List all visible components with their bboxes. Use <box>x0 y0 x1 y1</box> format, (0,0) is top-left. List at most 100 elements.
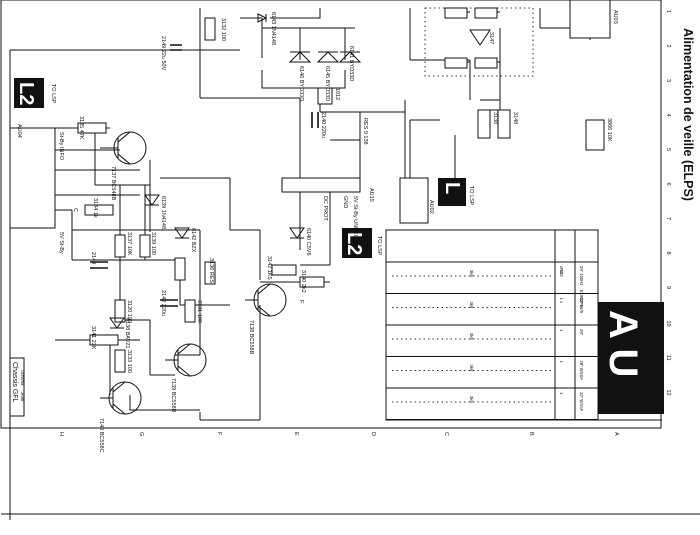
symbols <box>77 13 605 415</box>
table-row-label: 32" WSSF <box>579 392 584 412</box>
grid-col-a: A <box>613 432 619 436</box>
component-3136: 3136 RES <box>208 258 214 283</box>
component-7139: 7139 BC558B <box>170 378 176 413</box>
label-au02: AU02 <box>428 200 434 214</box>
label-au03: AU03 <box>612 10 618 24</box>
to-lsp-3: TO LSP <box>468 186 474 206</box>
label-au04: AU04 <box>16 124 22 138</box>
badge-au: A U <box>601 310 645 377</box>
grid-row-9: 9 <box>665 286 671 289</box>
component-3138: 3138 <box>492 112 498 124</box>
component-2142: 2142 220u <box>160 290 166 316</box>
component-6145: 6145 BYD33D <box>324 66 330 101</box>
component-3132: 3132 100 <box>220 18 226 41</box>
connector-au04 <box>9 127 56 229</box>
grid-row-8: 8 <box>665 252 671 255</box>
connector-au03 <box>569 0 611 39</box>
net-gnd: GND <box>342 196 348 208</box>
component-3142: 3142 1K5 <box>266 256 272 280</box>
component-7140: 7140 BC558C <box>98 418 104 453</box>
grid-row-2: 2 <box>665 45 671 48</box>
component-3133: 3133 100 <box>126 350 132 373</box>
component-7137: 7137 BC548B <box>110 166 116 201</box>
chassis-sub1: Schéma <box>20 370 25 386</box>
table-row-pos: 1 <box>559 329 564 332</box>
table-row-value: 3k9 <box>469 396 474 403</box>
badge-l2-left-bg <box>14 78 44 108</box>
table-row-value: 3k9 <box>469 365 474 372</box>
table-row-label: 32" 16/9 <box>579 298 584 314</box>
grid-col-g: G <box>138 432 144 436</box>
grid-row-3: 3 <box>665 79 671 82</box>
table-row-value: 3k9 <box>469 302 474 309</box>
badge-l-bg <box>438 178 466 206</box>
net-c: C <box>72 208 78 212</box>
grid-row-7: 7 <box>665 217 671 220</box>
label-au15: AU15 <box>368 188 374 202</box>
grid-col-e: E <box>293 432 299 436</box>
grid-col-c: C <box>443 432 449 436</box>
table-row-value: 3k9 <box>469 270 474 277</box>
component-3148: 3148 <box>512 112 518 124</box>
component-3137: 3137 10K <box>126 232 132 256</box>
to-lsp-1: TO LSP <box>50 84 56 104</box>
grid-row-12: 12 <box>665 390 671 396</box>
grid-row-4: 4 <box>665 114 671 117</box>
component-6141: 6141 BYD33D <box>348 46 354 81</box>
component-2140: 2140 220u <box>320 112 326 138</box>
component-1012: 1012 <box>334 88 340 100</box>
component-3147: 3147 <box>488 32 494 44</box>
component-2149: 2149 22u 50V <box>160 36 166 71</box>
table-row-label: 25" 100Hz <box>579 266 584 285</box>
net-sby: 5V St-By <box>58 232 64 254</box>
net-f: F <box>298 300 304 304</box>
net-dc-prot: DC PROT. <box>322 196 328 222</box>
component-3139: 3139 100 <box>150 232 156 255</box>
table-row-label: 29" <box>579 329 584 336</box>
table-row-pos: 1 x <box>559 298 564 304</box>
net-sb-info: St-By INFO <box>58 132 64 161</box>
table-header-pos: POS <box>559 268 564 277</box>
chassis-label: Chassis GFL <box>11 362 18 403</box>
component-6139: 6139 1N4148 <box>160 196 166 229</box>
bridge-rectifier <box>424 7 534 77</box>
component-3134: 3134 1k <box>92 198 98 218</box>
component-3135: 3135 47K <box>78 116 84 140</box>
component-3120: 3120 100 <box>126 300 132 323</box>
grid-col-b: B <box>528 432 534 436</box>
badge-au-bg <box>598 302 664 414</box>
grid-row-1: 1 <box>665 10 671 13</box>
component-3131: 3131 100 <box>196 300 202 323</box>
net-res: RES 9 138 <box>362 118 368 145</box>
component-3140: 3140 2k2 <box>300 270 306 293</box>
component-6140: 6140 C5V6 <box>305 228 311 256</box>
grid-row-6: 6 <box>665 183 671 186</box>
table-row-value: 3k9 <box>469 333 474 340</box>
connector-au15 <box>281 177 361 193</box>
table-row-pos: 1 <box>559 361 564 364</box>
to-lsp-2: TO LSP <box>376 236 382 256</box>
badge-l2-mid-bg <box>342 228 372 258</box>
chassis-box <box>9 357 25 417</box>
grid-row-5: 5 <box>665 148 671 151</box>
component-6138: 6138 BAV21 <box>124 318 130 348</box>
grid-col-h: H <box>58 432 64 436</box>
net-unreg: 5V St-By UNREG <box>352 196 358 239</box>
badge-l: L <box>441 182 463 194</box>
frame <box>0 0 662 429</box>
grid-row-11: 11 <box>665 355 671 361</box>
connector-au02 <box>399 177 429 224</box>
badge-l2-left: L2 <box>15 82 37 105</box>
grid-row-10: 10 <box>665 321 671 327</box>
component-6143: 6143 1N4148 <box>270 12 276 45</box>
page-title: Alimentation de veille (ELPS) <box>681 28 695 201</box>
table-row-pos: 1 <box>559 392 564 395</box>
badge-l2-mid: L2 <box>343 232 365 255</box>
table-row-label: 28" WSSF <box>579 361 584 381</box>
